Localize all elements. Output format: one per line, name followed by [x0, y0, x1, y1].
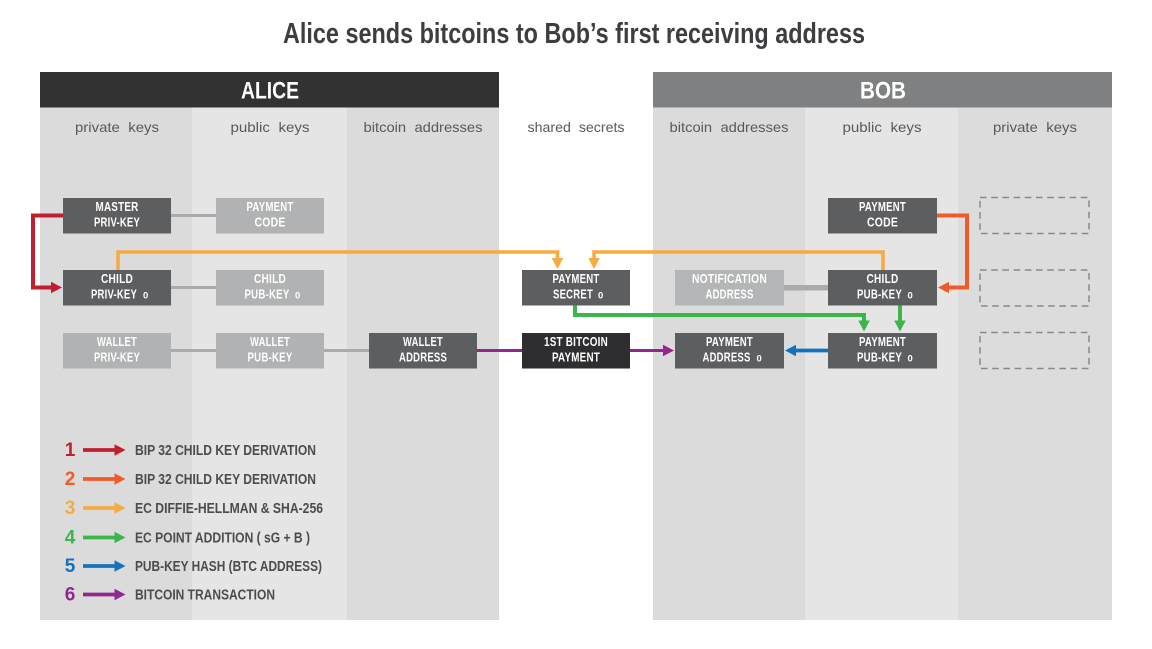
svg-text:EC POINT ADDITION ( sG + B ): EC POINT ADDITION ( sG + B ): [135, 531, 310, 547]
svg-text:BOB: BOB: [860, 78, 906, 105]
svg-text:CHILD: CHILD: [254, 271, 286, 286]
svg-text:1: 1: [65, 440, 76, 461]
svg-text:MASTER: MASTER: [96, 199, 139, 214]
svg-text:0: 0: [598, 291, 604, 302]
svg-text:0: 0: [757, 354, 763, 365]
svg-text:CODE: CODE: [255, 215, 286, 230]
svg-text:shared secrets: shared secrets: [528, 119, 625, 135]
svg-text:WALLET: WALLET: [403, 334, 443, 349]
svg-text:PUB-KEY: PUB-KEY: [248, 350, 293, 365]
svg-text:0: 0: [295, 291, 301, 302]
svg-text:BIP 32 CHILD KEY DERIVATION: BIP 32 CHILD KEY DERIVATION: [135, 472, 316, 488]
svg-text:PAYMENT: PAYMENT: [859, 334, 906, 349]
svg-text:1ST BITCOIN: 1ST BITCOIN: [544, 334, 608, 349]
svg-text:NOTIFICATION: NOTIFICATION: [692, 271, 767, 286]
svg-text:bitcoin addresses: bitcoin addresses: [670, 119, 789, 135]
svg-text:ADDRESS: ADDRESS: [703, 350, 751, 365]
svg-text:PAYMENT: PAYMENT: [247, 199, 294, 214]
svg-text:private keys: private keys: [993, 119, 1077, 135]
svg-text:public keys: public keys: [231, 119, 310, 135]
svg-text:2: 2: [65, 469, 76, 490]
svg-text:CHILD: CHILD: [867, 271, 899, 286]
svg-text:PAYMENT: PAYMENT: [859, 199, 906, 214]
svg-text:0: 0: [908, 354, 914, 365]
svg-text:WALLET: WALLET: [97, 334, 137, 349]
svg-text:Alice sends bitcoins to Bob’s: Alice sends bitcoins to Bob’s first rece…: [283, 18, 865, 50]
svg-text:ADDRESS: ADDRESS: [706, 287, 754, 302]
svg-text:public keys: public keys: [843, 119, 922, 135]
svg-text:PRIV-KEY: PRIV-KEY: [94, 350, 140, 365]
svg-text:PAYMENT: PAYMENT: [552, 350, 600, 365]
svg-text:0: 0: [908, 291, 914, 302]
svg-text:PRIV-KEY: PRIV-KEY: [94, 215, 140, 230]
svg-text:PUB-KEY HASH (BTC ADDRESS): PUB-KEY HASH (BTC ADDRESS): [135, 559, 322, 575]
svg-text:3: 3: [65, 498, 76, 519]
svg-text:BITCOIN TRANSACTION: BITCOIN TRANSACTION: [135, 588, 275, 604]
svg-text:ALICE: ALICE: [241, 78, 299, 105]
svg-text:PAYMENT: PAYMENT: [553, 271, 600, 286]
svg-text:PRIV-KEY: PRIV-KEY: [91, 287, 137, 302]
svg-text:BIP 32 CHILD KEY DERIVATION: BIP 32 CHILD KEY DERIVATION: [135, 443, 316, 459]
svg-text:PUB-KEY: PUB-KEY: [857, 287, 902, 302]
svg-text:SECRET: SECRET: [553, 287, 593, 302]
svg-text:4: 4: [65, 528, 76, 549]
svg-text:private keys: private keys: [75, 119, 159, 135]
svg-text:PAYMENT: PAYMENT: [706, 334, 753, 349]
svg-text:WALLET: WALLET: [250, 334, 290, 349]
svg-text:5: 5: [65, 556, 76, 577]
svg-text:0: 0: [143, 291, 149, 302]
svg-text:ADDRESS: ADDRESS: [399, 350, 447, 365]
svg-text:bitcoin addresses: bitcoin addresses: [364, 119, 483, 135]
svg-text:PUB-KEY: PUB-KEY: [245, 287, 290, 302]
svg-text:CHILD: CHILD: [101, 271, 133, 286]
svg-text:6: 6: [65, 585, 76, 606]
svg-text:CODE: CODE: [867, 215, 898, 230]
svg-text:EC DIFFIE-HELLMAN & SHA-256: EC DIFFIE-HELLMAN & SHA-256: [135, 501, 323, 517]
svg-text:PUB-KEY: PUB-KEY: [857, 350, 902, 365]
